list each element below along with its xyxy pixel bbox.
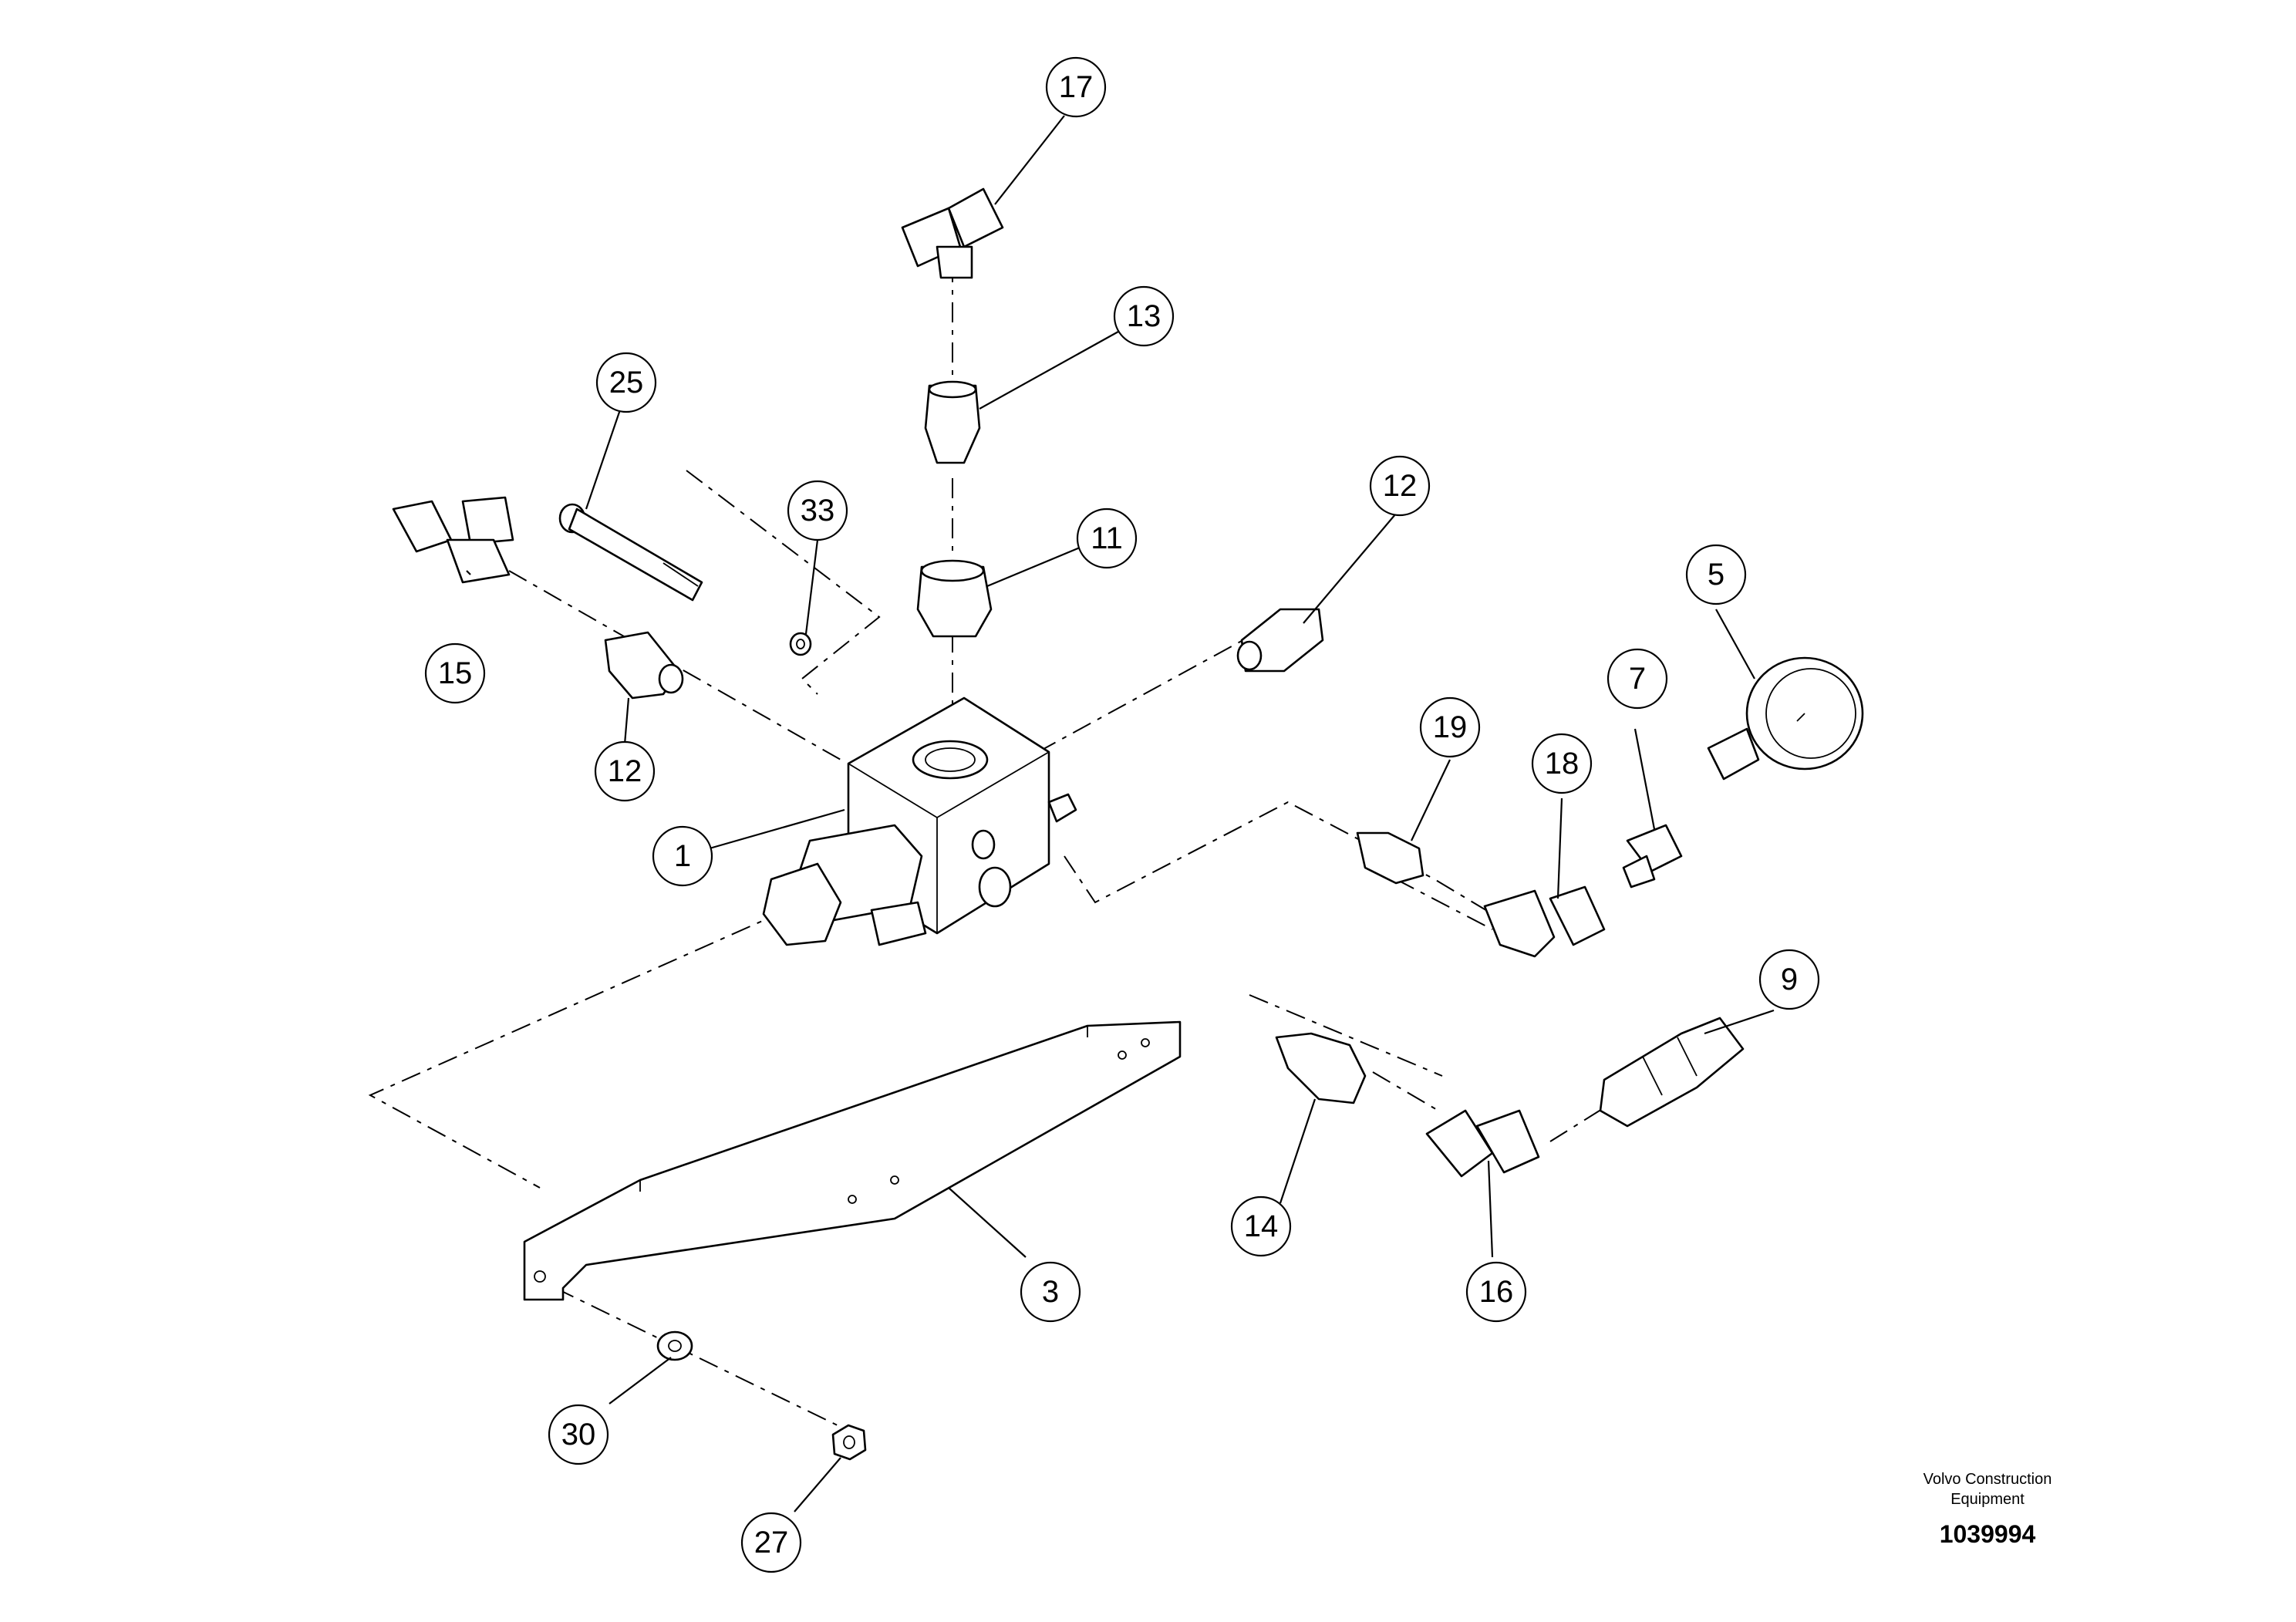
coupling-9	[1599, 1017, 1745, 1128]
connector-12-right	[1236, 608, 1324, 673]
svg-text:7: 7	[1629, 662, 1646, 696]
footer-brand-block: Volvo Construction Equipment 1039994	[1849, 1469, 2126, 1549]
svg-text:33: 33	[801, 494, 835, 528]
tee-fitting-top	[901, 187, 1004, 279]
callout-18: 18	[1531, 733, 1593, 794]
svg-text:19: 19	[1433, 710, 1468, 744]
callout-14: 14	[1230, 1195, 1292, 1257]
connector-12-left	[604, 631, 684, 700]
svg-text:27: 27	[754, 1526, 789, 1560]
svg-text:14: 14	[1244, 1209, 1279, 1243]
svg-text:15: 15	[438, 656, 473, 690]
svg-text:16: 16	[1479, 1275, 1514, 1309]
svg-text:5: 5	[1708, 558, 1725, 592]
callout-1: 1	[652, 825, 713, 887]
callout-33: 33	[787, 480, 848, 541]
callout-30: 30	[548, 1404, 609, 1465]
svg-text:17: 17	[1059, 70, 1094, 104]
washer-33	[789, 632, 812, 656]
brand-line-2: Equipment	[1950, 1491, 2025, 1508]
elbow-fitting-18	[1483, 885, 1606, 958]
adapter-7	[1622, 824, 1683, 889]
bracket-3	[523, 1020, 1182, 1301]
svg-text:3: 3	[1042, 1275, 1059, 1309]
pressure-gauge-5	[1707, 656, 1864, 781]
washer-30	[656, 1330, 693, 1361]
svg-text:30: 30	[561, 1418, 596, 1452]
document-number: 1039994	[1939, 1520, 2036, 1548]
svg-text:12: 12	[608, 754, 642, 788]
svg-text:12: 12	[1383, 469, 1418, 503]
bolt-25	[558, 503, 703, 602]
callout-16: 16	[1465, 1261, 1527, 1323]
callout-12-left: 12	[594, 740, 656, 802]
callout-9: 9	[1758, 949, 1820, 1010]
valve-block	[762, 696, 1077, 946]
leader-lines	[466, 115, 1775, 1512]
svg-text:1: 1	[674, 839, 691, 873]
tee-fitting-left	[392, 496, 514, 584]
connector-14	[1275, 1032, 1367, 1104]
callout-19: 19	[1419, 696, 1481, 758]
callout-15: 15	[424, 642, 486, 704]
adapter-fitting-13	[924, 380, 981, 464]
callout-7: 7	[1607, 648, 1668, 710]
svg-text:25: 25	[609, 366, 644, 400]
svg-text:9: 9	[1781, 963, 1798, 996]
elbow-fitting-16	[1425, 1109, 1540, 1178]
svg-text:13: 13	[1127, 299, 1161, 333]
callout-11: 11	[1076, 508, 1138, 569]
connector-19	[1356, 831, 1424, 885]
callout-13: 13	[1113, 285, 1175, 347]
callout-5: 5	[1685, 544, 1747, 605]
svg-text:18: 18	[1545, 747, 1580, 781]
plug-fitting-11	[916, 559, 993, 638]
callout-25: 25	[595, 352, 657, 413]
svg-text:11: 11	[1091, 521, 1123, 555]
assembly-center-lines	[368, 262, 1613, 1428]
nut-27	[831, 1424, 867, 1461]
callout-17: 17	[1045, 56, 1107, 118]
callout-3: 3	[1020, 1261, 1081, 1323]
callout-12-right: 12	[1369, 455, 1431, 517]
callout-27: 27	[740, 1512, 802, 1573]
brand-line-1: Volvo Construction	[1923, 1471, 2052, 1488]
